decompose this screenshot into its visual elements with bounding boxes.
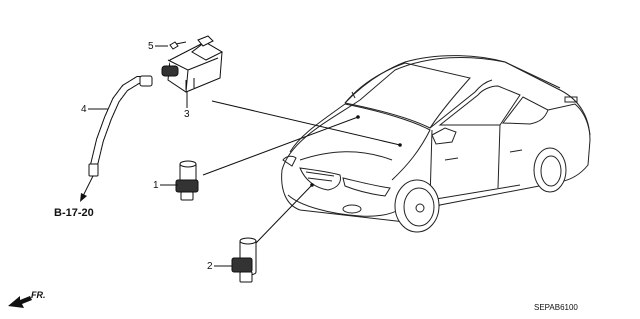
- part-1-sensor: [175, 160, 199, 201]
- callout-5-text: 5: [148, 41, 154, 52]
- callout-1: 1: [153, 180, 178, 191]
- callout-2: 2: [207, 261, 232, 272]
- callout-4: 4: [81, 104, 108, 115]
- diagram-code: SEPAB6100: [534, 303, 578, 312]
- callout-2-text: 2: [207, 261, 213, 272]
- leader-lines: [202, 100, 401, 244]
- callout-3-text: 3: [184, 109, 190, 120]
- part-5-screw: [169, 41, 187, 50]
- callout-1-text: 1: [153, 180, 159, 191]
- callout-4-text: 4: [81, 104, 87, 115]
- part-3-sensor-module: [161, 35, 224, 93]
- front-direction-arrow: FR.: [8, 290, 46, 308]
- callout-5: 5: [148, 41, 168, 52]
- part-4-aspirator-hose: [80, 75, 153, 202]
- part-2-sensor: [231, 237, 257, 283]
- callout-3: 3: [184, 92, 190, 120]
- direction-label: FR.: [31, 290, 46, 300]
- reference-label: B-17-20: [54, 207, 94, 219]
- car-illustration: [281, 55, 591, 233]
- arrow-icon: [8, 296, 32, 308]
